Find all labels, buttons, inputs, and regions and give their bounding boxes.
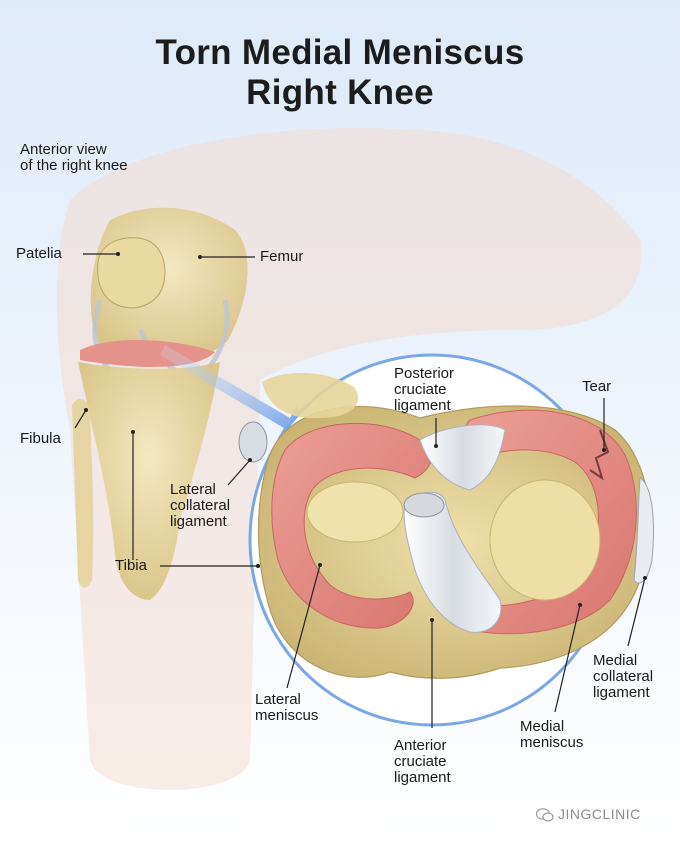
view-note-line-2: of the right knee [20, 157, 128, 174]
label-lateral-meniscus: Lateral meniscus [255, 692, 318, 724]
zoom-arrow [160, 345, 320, 442]
med-men-line-2: meniscus [520, 734, 584, 751]
leader-dots [84, 252, 647, 622]
lateral-collateral-shape [238, 421, 268, 463]
watermark-text: JINGCLINIC [558, 806, 641, 822]
posterior-cruciate-shape [419, 424, 506, 491]
lcl-line-1: Lateral [170, 481, 216, 498]
lcl-line-2: collateral [170, 497, 231, 514]
tibia-bone [78, 362, 220, 600]
medial-collateral-shape [633, 477, 654, 584]
lcl-line-3: ligament [170, 513, 227, 530]
view-note-line-1: Anterior view [20, 141, 107, 158]
title-line-1: Torn Medial Meniscus [155, 33, 525, 72]
label-medial-collateral-ligament: Medial collateral ligament [593, 653, 653, 701]
label-tear: Tear [582, 378, 612, 395]
label-anterior-cruciate-ligament: Anterior cruciate ligament [394, 738, 451, 786]
label-tibia: Tibia [115, 557, 147, 574]
acl-line-3: ligament [394, 769, 451, 786]
wechat-icon [535, 808, 554, 822]
patella-bone [97, 237, 166, 309]
lat-men-line-1: Lateral [255, 691, 301, 708]
lat-men-line-2: meniscus [255, 707, 319, 724]
acl-line-2: cruciate [394, 753, 447, 770]
leader-lines [74, 253, 646, 728]
label-medial-meniscus: Medial meniscus [520, 719, 583, 751]
acl-line-1: Anterior [394, 737, 447, 754]
fibula-bone [72, 398, 94, 588]
title-line-2: Right Knee [246, 73, 434, 112]
pcl-line-3: ligament [394, 397, 451, 414]
anterior-cruciate-shape [403, 491, 502, 633]
pcl-line-1: Posterior [394, 365, 455, 382]
mcl-line-1: Medial [593, 652, 638, 669]
pcl-line-2: cruciate [394, 381, 447, 398]
label-lateral-collateral-ligament: Lateral collateral ligament [170, 482, 230, 530]
med-men-line-1: Medial [520, 718, 565, 735]
label-posterior-cruciate-ligament: Posterior cruciate ligament [394, 366, 454, 414]
mcl-line-2: collateral [593, 668, 654, 685]
watermark: JINGCLINIC [535, 806, 641, 822]
label-patella: Patelia [16, 245, 62, 262]
plateau-cartilage [306, 479, 601, 601]
view-note: Anterior view of the right knee [20, 142, 128, 174]
label-femur: Femur [260, 248, 304, 265]
label-fibula: Fibula [20, 430, 61, 447]
mcl-line-3: ligament [593, 684, 650, 701]
